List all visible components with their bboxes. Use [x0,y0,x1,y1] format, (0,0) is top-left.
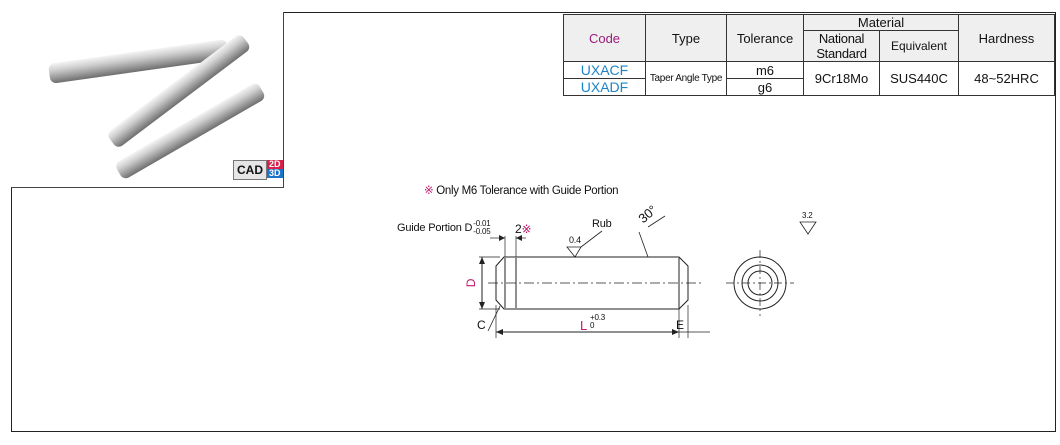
l-tol-lower: 0 [590,321,595,330]
note-mark: ※ [424,185,434,197]
pin-3 [116,83,265,179]
guide-tol-upper: -0.01 [473,219,491,228]
header-material: Material [803,14,959,31]
tolerance-g6: g6 [726,78,804,96]
note-text: Only M6 Tolerance with Guide Portion [436,185,619,197]
hardness-value: 48~52HRC [958,61,1055,96]
header-national-standard: National Standard [803,30,880,62]
d-label: D [464,278,479,288]
cad-label: CAD [233,160,267,180]
product-photo-box [11,12,284,188]
guide-portion-label: Guide Portion D -0.01 -0.05 [397,219,491,236]
rub-label: Rub [592,218,612,230]
cad-3d-label: 3D [267,168,283,178]
l-label: L [580,318,588,333]
e-label: E [676,318,684,332]
equivalent-value: SUS440C [879,61,959,96]
document-frame [11,12,1056,432]
header-tolerance: Tolerance [726,14,804,62]
guide-tol-lower: -0.05 [473,227,491,236]
spec-table: Code Type Tolerance Material Hardness Na… [563,14,1055,96]
roughness-04-label: 0.4 [569,235,581,245]
c-label: C [477,318,486,332]
l-tol-upper: +0.3 [590,313,605,322]
national-standard-value: 9Cr18Mo [803,61,880,96]
code-uxadf[interactable]: UXADF [563,78,646,96]
guide-portion-note: ※ Only M6 Tolerance with Guide Portion [424,183,619,197]
guide-length-label: 2※ [515,222,532,236]
roughness-32-label: 3.2 [802,211,813,220]
type-value: Taper Angle Type [645,61,727,96]
header-hardness: Hardness [958,14,1055,62]
tolerance-m6: m6 [726,61,804,79]
l-tolerance: +0.3 0 [590,314,605,330]
header-type: Type [645,14,727,62]
pin-1 [48,39,229,84]
code-uxacf[interactable]: UXACF [563,61,646,79]
pin-2 [108,35,250,147]
cad-badge[interactable]: CAD 2D 3D [233,160,283,180]
header-equivalent: Equivalent [879,30,959,62]
cad-2d-label: 2D [267,159,283,169]
pins-photo [48,35,265,179]
header-code: Code [563,14,646,62]
